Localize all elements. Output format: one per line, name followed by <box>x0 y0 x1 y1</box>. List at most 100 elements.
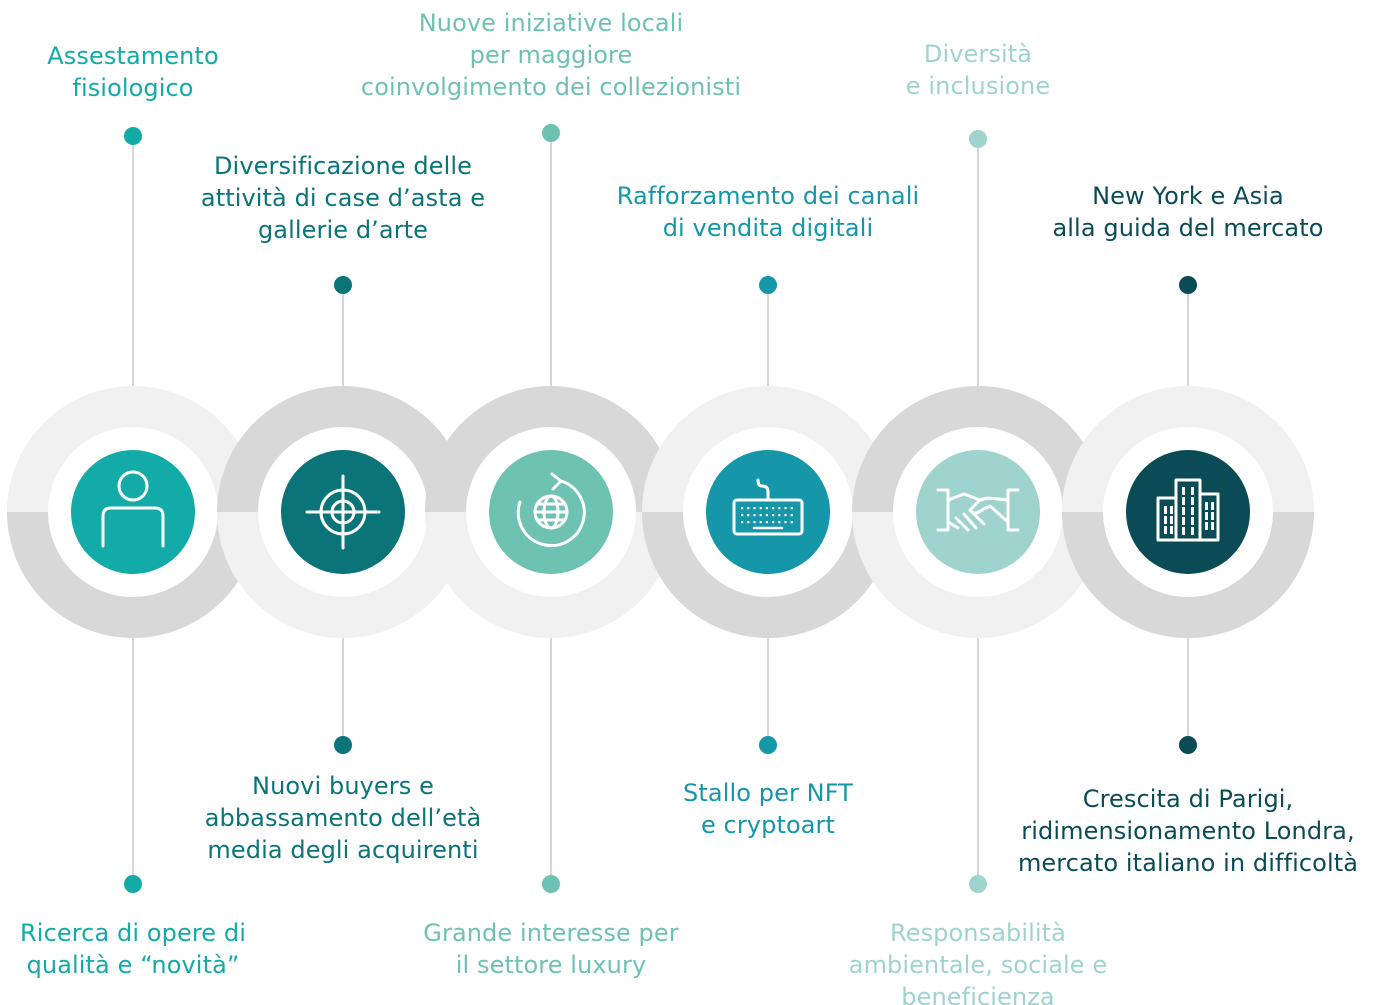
milestone-dot-top <box>124 127 142 145</box>
label-line: media degli acquirenti <box>207 836 479 864</box>
building-window <box>1205 522 1208 530</box>
label-line: Diversificazione delle <box>213 152 473 180</box>
keyboard-key <box>772 514 775 517</box>
building-window <box>1182 517 1185 525</box>
label-line: Assestamento <box>47 42 219 70</box>
keyboard-key <box>778 514 781 517</box>
refresh-arrowhead <box>550 472 563 491</box>
hand-cuff-left <box>936 488 950 532</box>
building-window <box>1170 526 1173 534</box>
label-line: fisiologico <box>72 74 194 102</box>
keyboard-key <box>790 507 793 510</box>
keyboard-key <box>741 521 744 524</box>
label-line: di vendita digitali <box>662 214 874 242</box>
label-line: mercato italiano in difficoltà <box>1017 849 1359 877</box>
keyboard-key <box>753 521 756 524</box>
keyboard-key <box>765 507 768 510</box>
rings-layer <box>7 386 1314 638</box>
ring-diversita <box>852 386 1104 638</box>
milestone-dot-top <box>542 124 560 142</box>
keyboard-key <box>790 514 793 517</box>
milestone-dot-bottom <box>334 736 352 754</box>
label-line: e inclusione <box>905 72 1051 100</box>
keyboard-key <box>784 514 787 517</box>
building-window <box>1191 517 1194 525</box>
label-line: per maggiore <box>469 41 633 69</box>
hand-cuff-right <box>1006 488 1020 532</box>
label-line: Stallo per NFT <box>683 779 853 807</box>
label-line: ridimensionamento Londra, <box>1021 817 1355 845</box>
keyboard-key <box>759 507 762 510</box>
keyboard-key <box>747 514 750 517</box>
ring-mercato <box>1062 386 1314 638</box>
hand-fingers <box>946 510 986 532</box>
label-line: il settore luxury <box>455 951 647 979</box>
buildings-icon <box>1156 478 1220 542</box>
keyboard-key <box>772 507 775 510</box>
ring-iniziative <box>425 386 677 638</box>
keyboard-key <box>753 507 756 510</box>
ring-diversificazione <box>217 386 469 638</box>
label-line: abbassamento dell’età <box>204 804 482 832</box>
person-body <box>101 506 165 548</box>
ring-digitale <box>642 386 894 638</box>
icon-badge <box>1126 450 1250 574</box>
keyboard-cable <box>756 478 770 502</box>
label-line: coinvolgimento dei collezionisti <box>360 73 742 101</box>
label-line: attività di case d’asta e <box>200 184 486 212</box>
label-bottom-mercato: Crescita di Parigi, ridimensionamento Lon… <box>1018 783 1358 879</box>
milestone-dot-bottom <box>124 875 142 893</box>
building-window <box>1170 506 1173 514</box>
keyboard-key <box>747 521 750 524</box>
target-crosshair-icon <box>305 474 381 550</box>
ring-assestamento <box>7 386 259 638</box>
label-line: gallerie d’arte <box>257 216 429 244</box>
keyboard-key <box>741 507 744 510</box>
building-window <box>1182 487 1185 495</box>
label-line: alla guida del mercato <box>1052 214 1324 242</box>
building-window <box>1205 512 1208 520</box>
label-line: Nuove iniziative locali <box>418 9 684 37</box>
milestone-dot-top <box>334 276 352 294</box>
keyboard-key <box>765 521 768 524</box>
label-bottom-iniziative: Grande interesse per il settore luxury <box>423 917 678 981</box>
building-window <box>1191 507 1194 515</box>
keyboard-icon <box>732 478 804 536</box>
keyboard-key <box>772 521 775 524</box>
label-line: Grande interesse per <box>423 919 679 947</box>
keyboard-key <box>747 507 750 510</box>
refresh-arc <box>516 479 586 548</box>
milestone-dot-top <box>969 130 987 148</box>
building-window <box>1205 502 1208 510</box>
milestone-dot-top <box>1179 276 1197 294</box>
milestone-dot-bottom <box>542 875 560 893</box>
label-top-digitale: Rafforzamento dei canali di vendita digit… <box>617 180 920 244</box>
building-window <box>1164 526 1167 534</box>
building-window <box>1182 527 1185 535</box>
building-window <box>1170 516 1173 524</box>
handshake-icon <box>936 488 1020 532</box>
building-window <box>1182 507 1185 515</box>
label-line: ambientale, sociale e <box>848 951 1108 979</box>
milestone-dot-top <box>759 276 777 294</box>
keyboard-key <box>784 507 787 510</box>
building-window <box>1191 497 1194 505</box>
label-top-diversificazione: Diversificazione delle attività di case d… <box>201 150 485 246</box>
label-line: qualità e “novità” <box>26 951 240 979</box>
label-line: Crescita di Parigi, <box>1082 785 1294 813</box>
label-line: Rafforzamento dei canali <box>616 182 920 210</box>
keyboard-key <box>759 514 762 517</box>
building-window <box>1182 497 1185 505</box>
label-top-iniziative: Nuove iniziative locali per maggiore coinv… <box>361 7 741 103</box>
keyboard-key <box>753 514 756 517</box>
keyboard-key <box>759 521 762 524</box>
label-line: beneficienza <box>901 983 1055 1005</box>
